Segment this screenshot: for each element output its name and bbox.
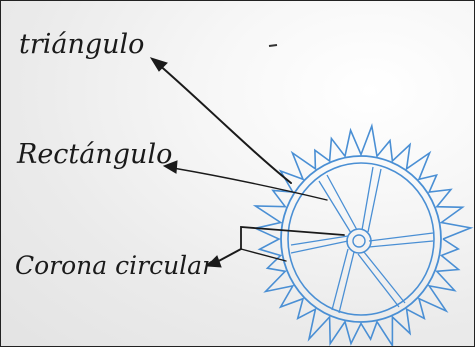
inner-circle [288, 163, 434, 315]
label-triangulo: triángulo [19, 31, 144, 58]
label-corona-circular: Corona circular [15, 253, 214, 278]
label-rectangulo: Rectángulo [17, 141, 172, 168]
marker-dash [269, 45, 277, 46]
spokes [291, 167, 433, 313]
outer-circle [281, 156, 441, 322]
hub-inner [353, 235, 365, 247]
